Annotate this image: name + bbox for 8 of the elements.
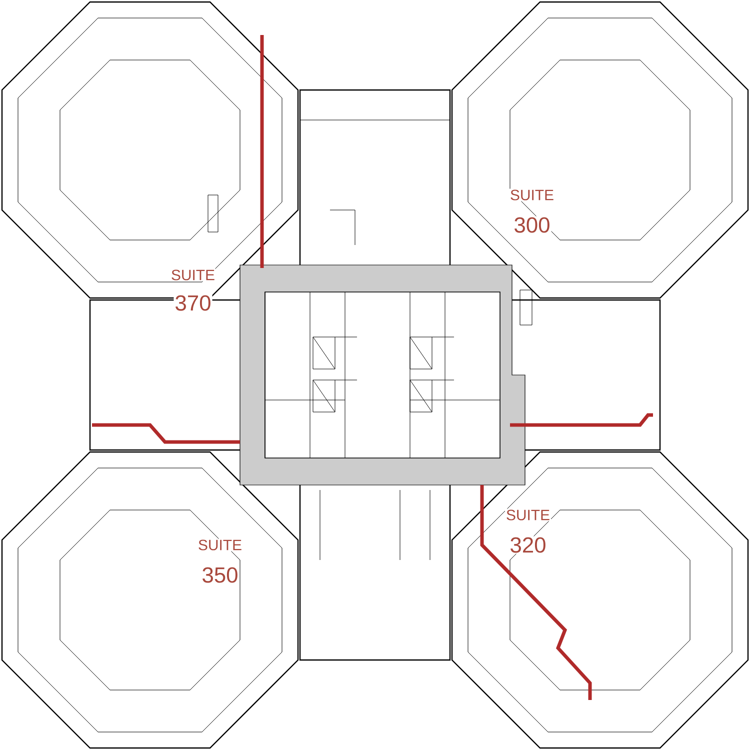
suite-label: SUITE — [170, 268, 216, 282]
suite-label: 300 — [512, 216, 552, 234]
suite-label: SUITE — [509, 188, 555, 202]
suite-label: SUITE — [505, 508, 551, 522]
suite-label: 350 — [200, 566, 240, 584]
suite-label: SUITE — [197, 538, 243, 552]
suite-label: 320 — [508, 536, 548, 554]
suite-label: 370 — [174, 294, 212, 312]
